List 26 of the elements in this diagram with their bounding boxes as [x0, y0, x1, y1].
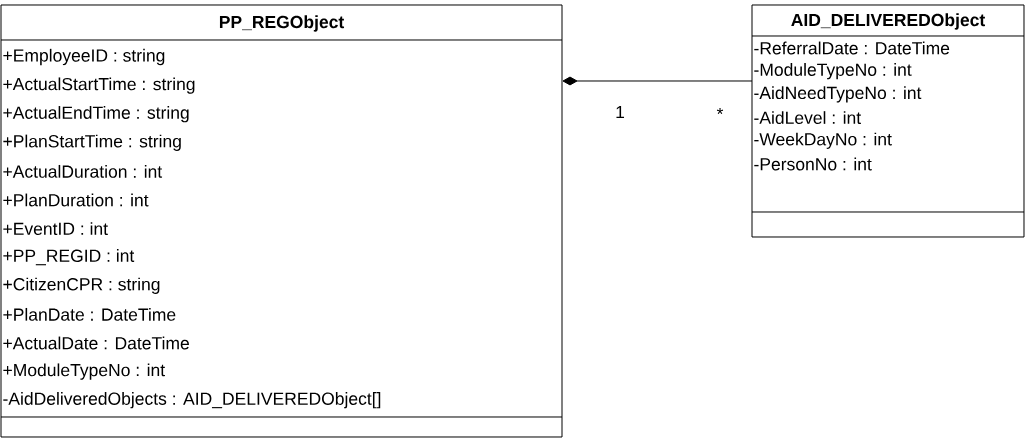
attribute-text: +ActualDate : DateTime — [3, 336, 189, 350]
composition-line — [562, 76, 753, 86]
attribute-text: +CitizenCPR : string — [3, 277, 160, 294]
attribute-text: +PlanStartTime : string — [3, 134, 181, 151]
class-box — [0, 4, 563, 438]
attribute-text: +ModuleTypeNo : int — [3, 363, 165, 380]
attribute-text: +ActualStartTime : string — [3, 77, 195, 94]
attribute-text: -PersonNo : int — [754, 157, 872, 171]
attribute-text: -AidLevel : int — [754, 111, 861, 124]
class-box — [751, 4, 1025, 238]
attribute-text: +PlanDuration : int — [3, 193, 149, 207]
attribute-text: -AidDeliveredObjects : AID_DELIVEREDObject[] — [3, 392, 381, 409]
multiplicity-label: * — [716, 107, 724, 115]
attribute-text: +EventID : int — [3, 222, 108, 235]
attribute-text: -ReferralDate : DateTime — [754, 41, 950, 55]
multiplicity-label: 1 — [616, 105, 624, 118]
attribute-text: -AidNeedTypeNo : int — [754, 86, 922, 103]
attribute-text: +PP_REGID : int — [3, 249, 135, 266]
attribute-text: +EmployeeID : string — [3, 48, 165, 66]
attribute-text: +ActualEndTime : string — [3, 106, 189, 123]
attribute-text: +PlanDate : DateTime — [3, 307, 176, 321]
class-name: AID_DELIVEREDObject — [791, 13, 985, 30]
attribute-text: -ModuleTypeNo : int — [754, 63, 912, 80]
attribute-text: -WeekDayNo : int — [754, 132, 892, 149]
attribute-text: +ActualDuration : int — [3, 164, 163, 178]
class-name: PP_REGObject — [219, 15, 344, 32]
